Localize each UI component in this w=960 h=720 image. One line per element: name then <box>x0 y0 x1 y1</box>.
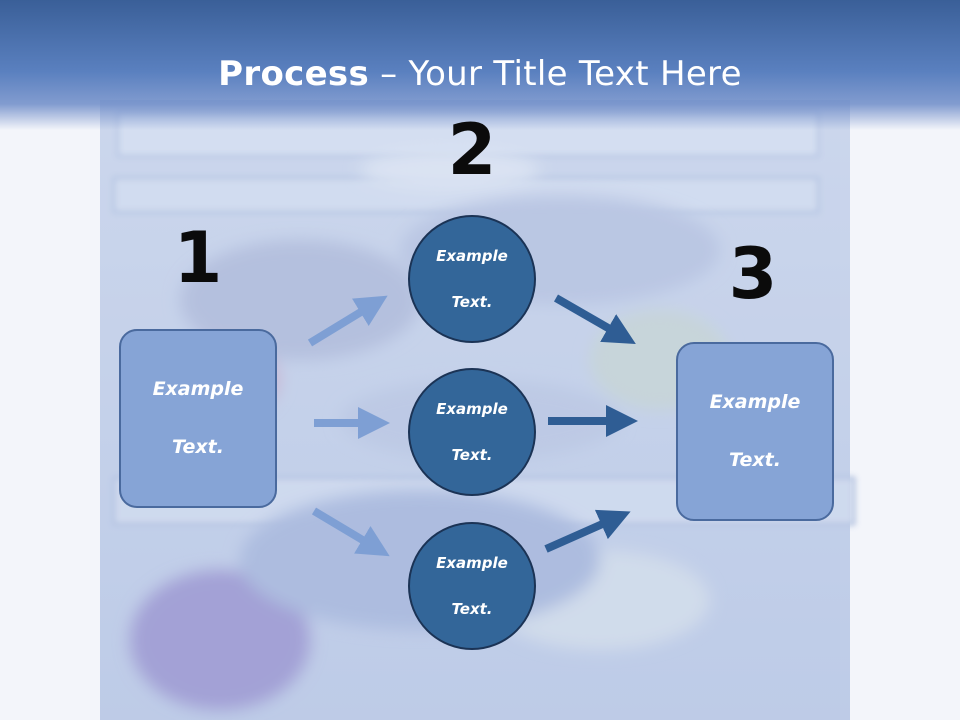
step-number-1: 1 <box>173 217 223 299</box>
arrow-from-bottom-circle <box>544 509 631 553</box>
page-title: Process – Your Title Text Here <box>0 52 960 96</box>
left-box-line2: Text. <box>172 436 224 458</box>
right-box-line1: Example <box>709 391 801 413</box>
arrow-to-bottom-circle <box>311 507 390 557</box>
middle-circle-line2: Text. <box>451 445 493 464</box>
left-box-line1: Example <box>152 378 244 400</box>
title-rest: – Your Title Text Here <box>369 54 742 94</box>
header-bar <box>0 0 960 130</box>
top-circle-line1: Example <box>436 246 508 265</box>
right-box-line2: Text. <box>729 449 781 471</box>
middle-circle-line1: Example <box>436 399 508 418</box>
top-circle-line2: Text. <box>451 292 493 311</box>
bottom-circle-line2: Text. <box>451 599 493 618</box>
bottom-circle-line1: Example <box>436 553 508 572</box>
arrow-to-top-circle <box>307 295 388 347</box>
step-number-3: 3 <box>728 233 778 315</box>
title-bold: Process <box>218 54 370 94</box>
step-number-2: 2 <box>447 109 497 191</box>
arrow-from-top-circle <box>554 294 636 344</box>
